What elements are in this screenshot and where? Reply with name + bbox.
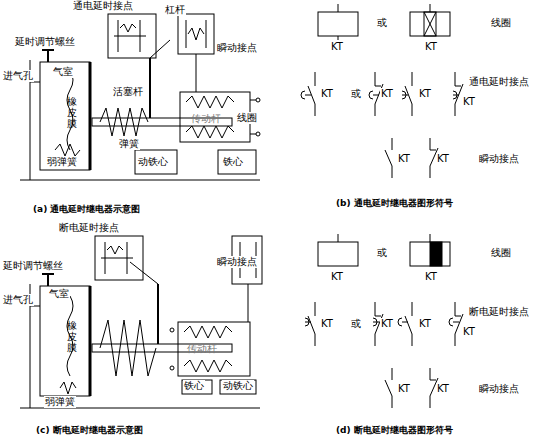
- part-label: KT: [418, 318, 432, 330]
- part-label: 铁心: [183, 380, 205, 392]
- part-label: 线圈: [490, 17, 512, 29]
- part-label: 线圈: [490, 247, 512, 259]
- figure-caption: (d) 断电延时继电器图形符号: [335, 424, 454, 436]
- part-label: 瞬动接点: [478, 383, 520, 395]
- on-delay-symbols: [301, 4, 463, 178]
- part-label: 气室: [48, 288, 70, 300]
- part-label: KT: [397, 153, 411, 165]
- part-label: 延时调节螺丝: [2, 260, 64, 272]
- figure-caption: (a) 通电延时继电器示意图: [32, 203, 141, 215]
- part-label: KT: [424, 271, 438, 283]
- part-label: 传动杆: [190, 113, 222, 125]
- part-label: 或: [376, 17, 388, 29]
- part-label: KT: [397, 383, 411, 395]
- part-label: 杠杆: [164, 4, 186, 16]
- part-label: KT: [436, 153, 450, 165]
- part-label: 进气孔: [2, 70, 34, 82]
- part-label: KT: [320, 318, 334, 330]
- part-label: KT: [330, 271, 344, 283]
- part-label: 瞬动接点: [216, 256, 258, 268]
- part-label: 瞬动接点: [478, 153, 520, 165]
- part-label: KT: [436, 383, 450, 395]
- part-label: 动铁心: [222, 380, 254, 392]
- part-label: 断电延时接点: [468, 306, 530, 318]
- figure-caption: (c) 断电延时继电器示意图: [35, 424, 144, 436]
- part-label: 弱弹簧: [44, 396, 76, 408]
- part-label: 线圈: [236, 112, 258, 124]
- part-label: 或: [350, 88, 362, 100]
- off-delay-symbols: [305, 234, 463, 408]
- part-label: 铁心: [222, 156, 244, 168]
- part-label: KT: [320, 88, 334, 100]
- part-label: 或: [376, 247, 388, 259]
- part-label: 断电延时接点: [58, 222, 120, 234]
- part-label: 进气孔: [2, 294, 34, 306]
- part-label: 橡皮膜: [66, 320, 78, 353]
- part-label: 气室: [52, 66, 74, 78]
- part-label: 弱弹簧: [46, 156, 78, 168]
- part-label: KT: [380, 318, 394, 330]
- part-label: KT: [330, 41, 344, 53]
- part-label: 弹簧: [118, 138, 140, 150]
- figure-caption: (b) 通电延时继电器图形符号: [335, 197, 454, 209]
- part-label: KT: [418, 88, 432, 100]
- part-label: 瞬动接点: [216, 42, 258, 54]
- part-label: KT: [462, 326, 476, 338]
- part-label: 橡皮膜: [66, 96, 78, 129]
- part-label: 活塞杆: [112, 86, 144, 98]
- part-label: 通电延时接点: [468, 76, 530, 88]
- part-label: KT: [424, 41, 438, 53]
- part-label: KT: [380, 88, 394, 100]
- part-label: KT: [462, 96, 476, 108]
- part-label: 延时调节螺丝: [14, 36, 76, 48]
- part-label: 通电延时接点: [72, 0, 134, 12]
- part-label: 或: [350, 318, 362, 330]
- part-label: 动铁心: [137, 156, 169, 168]
- part-label: 传动杆: [186, 343, 218, 355]
